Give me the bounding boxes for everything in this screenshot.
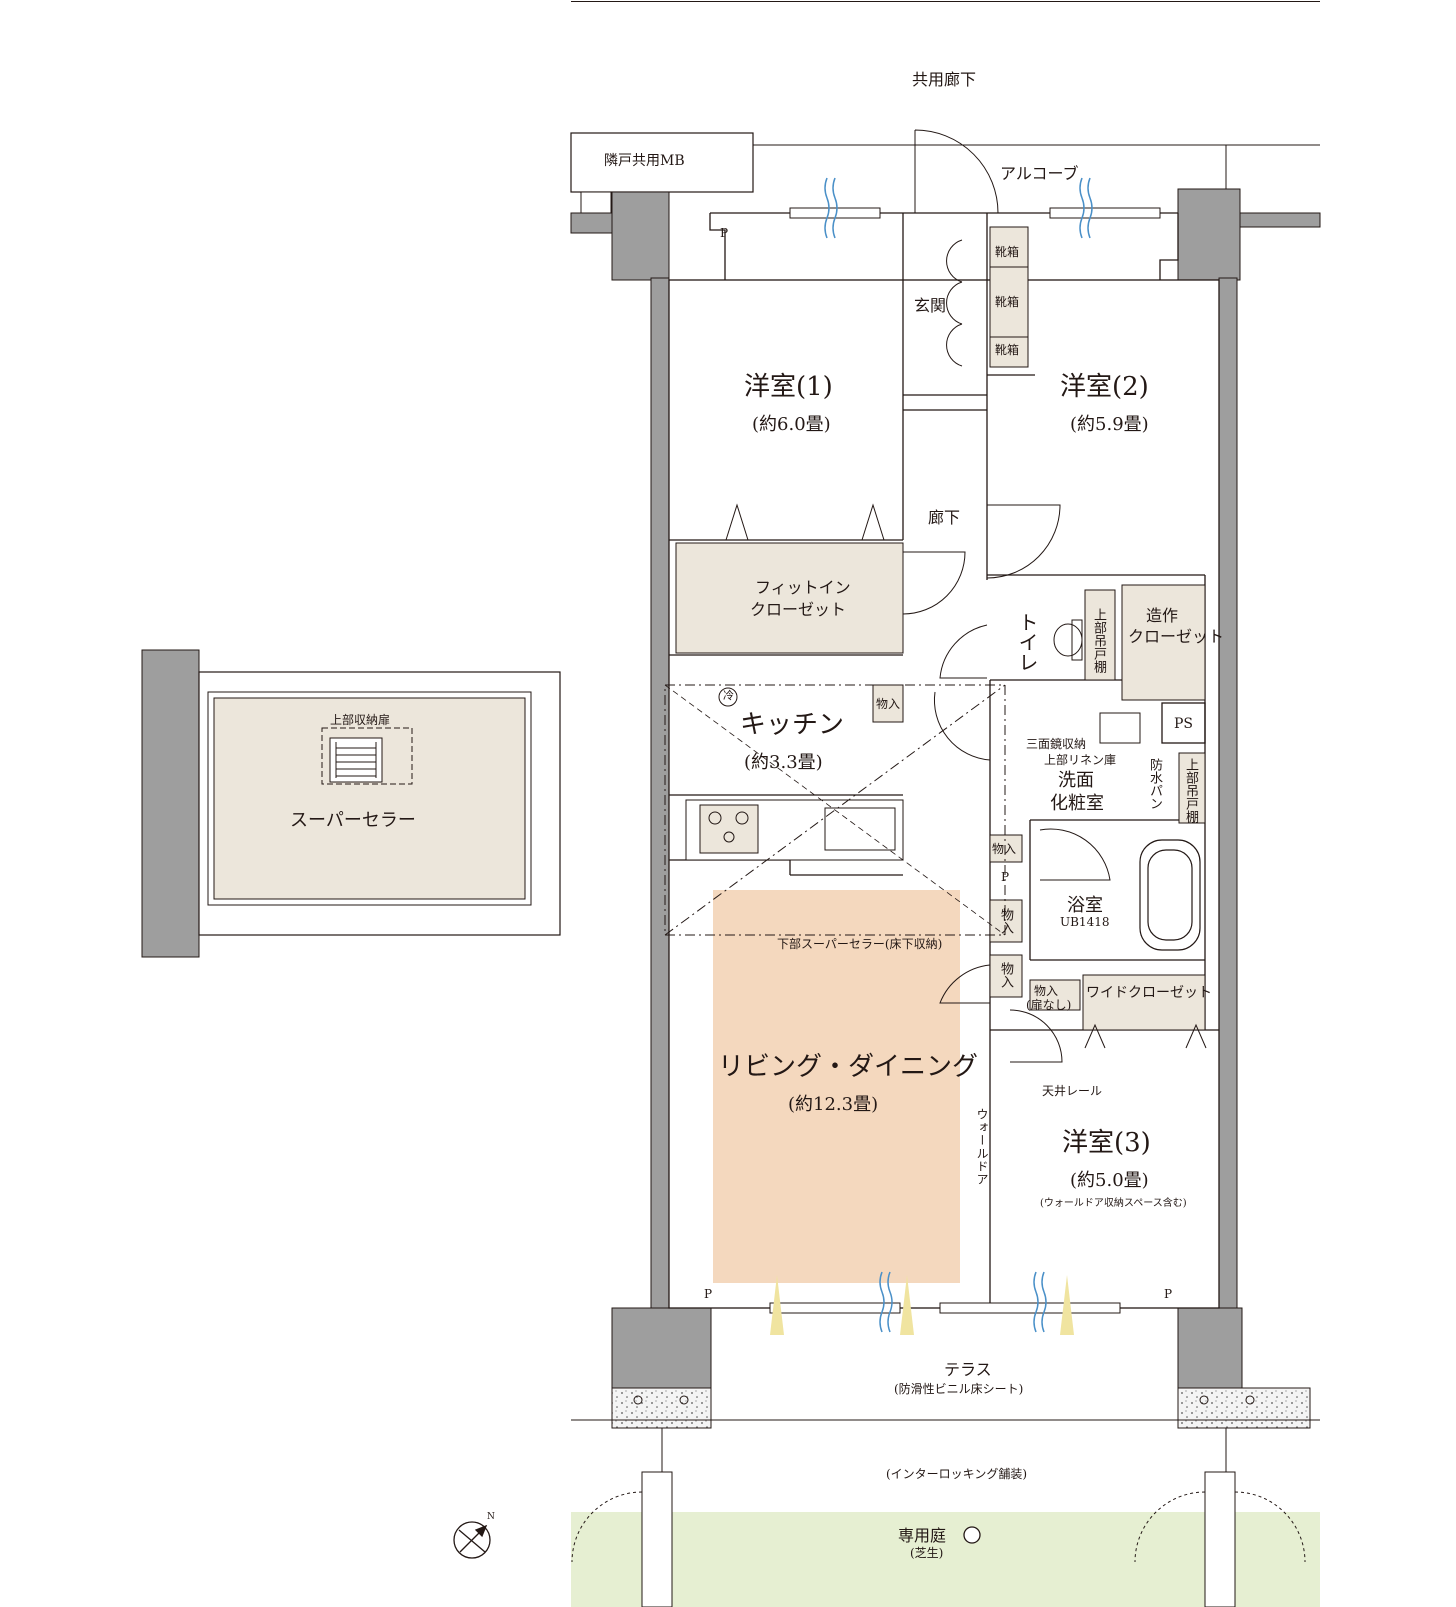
door-swings: [902, 129, 1111, 1063]
common-corridor-label: 共用廊下: [912, 70, 977, 89]
structural-walls: [570, 188, 1321, 1389]
bifold-doors: [725, 503, 1207, 1049]
private-garden-area: [571, 1512, 1320, 1607]
kitchen-name: キッチン: [740, 710, 845, 740]
shoe-box-label-1: 靴箱: [995, 245, 1020, 259]
kitchen-counter: [685, 799, 904, 861]
windows: [769, 207, 1161, 1314]
cellar-ladder-icon: [335, 742, 377, 778]
pipe-label-bed1: P: [720, 226, 729, 240]
storage-core-2-label: 物入: [998, 962, 1013, 988]
bathtub: [1139, 839, 1201, 951]
pipe-label-bed3: P: [1164, 1287, 1173, 1301]
bath-label: 浴室: [1067, 895, 1103, 916]
storage-kitchen-label: 物入: [876, 697, 901, 711]
terrace-label: テラス: [944, 1360, 992, 1379]
ceiling-rail-label: 天井レール: [1042, 1084, 1103, 1098]
compass-north-label: N: [487, 1512, 495, 1522]
refrigerator-mark: [718, 687, 738, 707]
fit-in-closet-line2: クローゼット: [750, 600, 847, 619]
western-room-2-size: (約5.9畳): [1070, 414, 1149, 435]
shoe-box-dividers: [990, 266, 1028, 338]
garden-posts: [641, 1471, 1236, 1607]
fridge-mark-label: 冷: [723, 689, 734, 702]
shoe-box-label-3: 靴箱: [995, 343, 1020, 357]
western-room-2-name: 洋室(2): [1060, 372, 1149, 402]
storage-core-1-label: 物入: [998, 908, 1013, 934]
mirror-storage-label: 三面鏡収納: [1026, 737, 1087, 751]
upper-cabinet-toilet-label: 上部吊戸棚: [1091, 608, 1106, 673]
storage-areas: [675, 226, 1206, 1031]
under-floor-cellar-outline: [664, 684, 1006, 936]
super-cellar-diagram: [141, 649, 561, 958]
garden-gates: [571, 1491, 1306, 1563]
super-cellar-upper-label: 上部収納扉: [330, 713, 391, 727]
footing-right: [1177, 1387, 1311, 1429]
western-room-3-size: (約5.0畳): [1070, 1170, 1149, 1191]
fit-in-closet-line1: フィットイン: [755, 578, 851, 597]
storage-bath-label: 物入: [992, 842, 1017, 856]
garden-faucet-icon: [963, 1526, 981, 1544]
toilet-label: トイレ: [1015, 612, 1039, 672]
stove-burners: [708, 811, 749, 843]
shoe-box-label-2: 靴箱: [995, 295, 1020, 309]
paving-label: (インターロッキング舗装): [886, 1467, 1028, 1481]
pipe-label-living: P: [704, 1287, 713, 1301]
western-room-1-name: 洋室(1): [744, 372, 833, 402]
living-size: (約12.3畳): [788, 1094, 879, 1115]
wash-basin: [1099, 712, 1141, 744]
linen-storage-label: 上部リネン庫: [1044, 753, 1117, 767]
meter-box-label: 隣戸共用MB: [604, 153, 685, 169]
super-cellar-title: スーパーセラー: [290, 810, 416, 831]
entrance-label-text: 玄関: [914, 296, 947, 315]
wide-closet-label: ワイドクローゼット: [1086, 985, 1212, 1001]
under-floor-cellar-diagonal-2: [664, 684, 1006, 936]
garden-note: (芝生): [910, 1546, 944, 1560]
storage-no-door-line2: (扉なし): [1026, 998, 1072, 1012]
kitchen-size: (約3.3畳): [744, 752, 823, 773]
pipe-label-core: P: [1001, 870, 1010, 884]
common-corridor-lines: [752, 144, 1320, 190]
terrace-note: (防滑性ビニル床シート): [894, 1382, 1024, 1396]
upper-cabinet-wash-label: 上部吊戸棚: [1183, 758, 1198, 823]
living-highlight: [713, 890, 960, 1283]
under-floor-cellar-label: 下部スーパーセラー(床下収納): [777, 937, 943, 951]
ps-label: PS: [1174, 716, 1194, 732]
built-closet-line2: クローゼット: [1128, 627, 1225, 646]
alcove-label: アルコーブ: [1000, 164, 1079, 183]
washroom-line1: 洗面: [1058, 770, 1094, 791]
western-room-3-name: 洋室(3): [1062, 1128, 1151, 1158]
western-room-3-note: (ウォールドア収納スペース含む): [1040, 1198, 1187, 1209]
hallway-label: 廊下: [928, 508, 961, 527]
western-room-1-size: (約6.0畳): [752, 414, 831, 435]
washroom-line2: 化粧室: [1050, 793, 1104, 814]
living-name: リビング・ダイニング: [718, 1052, 979, 1082]
footing-circles: [633, 1395, 1255, 1405]
bath-unit-label: UB1418: [1060, 915, 1110, 929]
waterproof-pan-label: 防水パン: [1147, 758, 1162, 810]
storage-no-door-line1: 物入: [1034, 984, 1059, 998]
garden-label: 専用庭: [898, 1526, 947, 1545]
wall-door-label: ウォールドア: [975, 1108, 989, 1186]
light-beams: [770, 1275, 1074, 1335]
compass-icon: [453, 1521, 491, 1559]
footing-left: [611, 1387, 712, 1429]
toilet-fixture: [1053, 619, 1083, 661]
airflow-marks: [824, 177, 1093, 1333]
built-closet-line1: 造作: [1146, 606, 1179, 625]
